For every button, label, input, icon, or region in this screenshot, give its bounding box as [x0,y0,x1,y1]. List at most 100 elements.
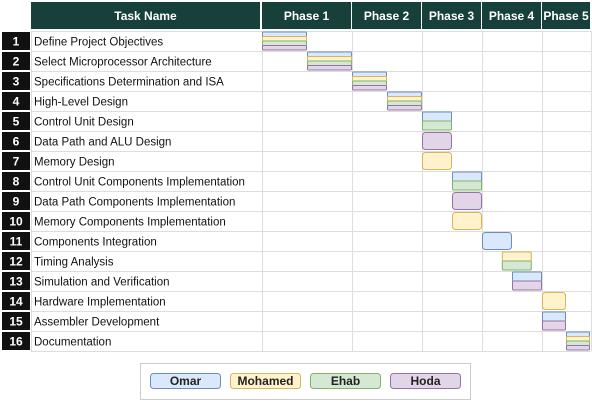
task-number-cell [2,152,30,170]
legend: Omar Mohamed Ehab Hoda [140,363,471,400]
task-name: High-Level Design [34,97,128,109]
bar-segment-hoda [452,192,482,210]
bar-segment-hoda [262,45,307,51]
task-number: 3 [13,75,20,89]
task-number: 13 [9,275,23,289]
legend-label: Omar [170,374,202,388]
legend-label: Mohamed [237,374,293,388]
legend-label: Hoda [411,374,441,388]
task-row: 6 Data Path and ALU Design [2,132,452,150]
task-name: Assembler Development [34,317,160,329]
task-number: 14 [9,295,23,309]
task-name: Documentation [34,337,111,349]
bar-segment-omar [307,51,352,57]
task-row: 9 Data Path Components Implementation [2,192,482,210]
task-bar [452,192,482,210]
bar-segment-mohamed [387,96,422,102]
task-number: 9 [13,195,20,209]
bar-segment-ehab [422,120,452,131]
header-task-name-cell [31,2,260,29]
bar-segment-mohamed [422,152,452,170]
bar-segment-mohamed [501,251,532,262]
task-bar [482,232,512,250]
legend-swatch [230,373,301,389]
task-row: 3 Specifications Determination and ISA [2,71,387,91]
bar-segment-hoda [566,345,590,351]
task-bar [422,132,452,150]
bar-segment-hoda [512,280,542,291]
task-number-cell [2,212,30,230]
task-name: Simulation and Verification [34,277,170,289]
task-number: 10 [9,215,23,229]
task-name: Define Project Objectives [34,37,163,49]
task-bar [422,152,452,170]
task-bar [501,251,532,271]
bar-segment-hoda [387,105,422,111]
bar-segment-omar [452,171,482,182]
bar-segment-hoda [307,65,352,71]
task-number: 11 [10,235,23,249]
header-task-name: Task Name [114,9,177,23]
task-name: Data Path and ALU Design [34,137,171,149]
task-number-cell [2,312,30,330]
legend-swatch [390,373,461,389]
task-number-cell [2,292,30,310]
bar-segment-omar [542,311,566,322]
legend-label: Ehab [331,374,360,388]
bar-segment-mohamed [352,76,387,82]
task-bar [387,91,422,111]
task-name: Control Unit Components Implementation [34,177,245,189]
legend-item-omar: Omar [150,373,221,389]
task-number: 7 [13,155,20,169]
task-bar [262,31,307,51]
task-name: Select Microprocessor Architecture [34,57,212,69]
bar-segment-mohamed [452,212,482,230]
task-bar [512,271,542,291]
header-phase-label: Phase 3 [429,9,475,23]
legend-swatch [150,373,221,389]
task-bar [452,171,482,191]
task-bar [566,331,590,351]
task-name: Data Path Components Implementation [34,197,235,209]
bar-segment-omar [387,91,422,97]
bar-segment-omar [422,111,452,122]
task-number-cell [2,112,30,130]
task-bar [542,311,566,331]
header-phase-label: Phase 1 [284,9,330,23]
header-phase-label: Phase 4 [489,9,535,23]
task-number-cell [2,92,30,110]
task-row: 8 Control Unit Components Implementation [2,171,482,191]
bar-segment-mohamed [262,36,307,42]
bar-segment-hoda [352,85,387,91]
task-number: 2 [13,55,20,69]
task-number-cell [2,232,30,250]
task-name: Components Integration [34,237,157,249]
task-number-cell [2,32,30,50]
bar-segment-omar [262,31,307,37]
grid [31,31,592,352]
task-row: 11 Components Integration [2,232,512,250]
bar-segment-omar [566,331,590,337]
bar-segment-ehab [352,80,387,86]
legend-item-ehab: Ehab [310,373,381,389]
legend-item-hoda: Hoda [390,373,461,389]
header-phase-label: Phase 2 [364,9,410,23]
task-bar [307,51,352,71]
bar-segment-omar [512,271,542,282]
task-name: Control Unit Design [34,117,134,129]
task-number: 8 [13,175,20,189]
bar-segment-mohamed [307,56,352,62]
task-name: Timing Analysis [34,257,114,269]
task-name: Specifications Determination and ISA [34,77,224,89]
task-number-cell [2,192,30,210]
task-number: 6 [13,135,20,149]
task-bar [352,71,387,91]
